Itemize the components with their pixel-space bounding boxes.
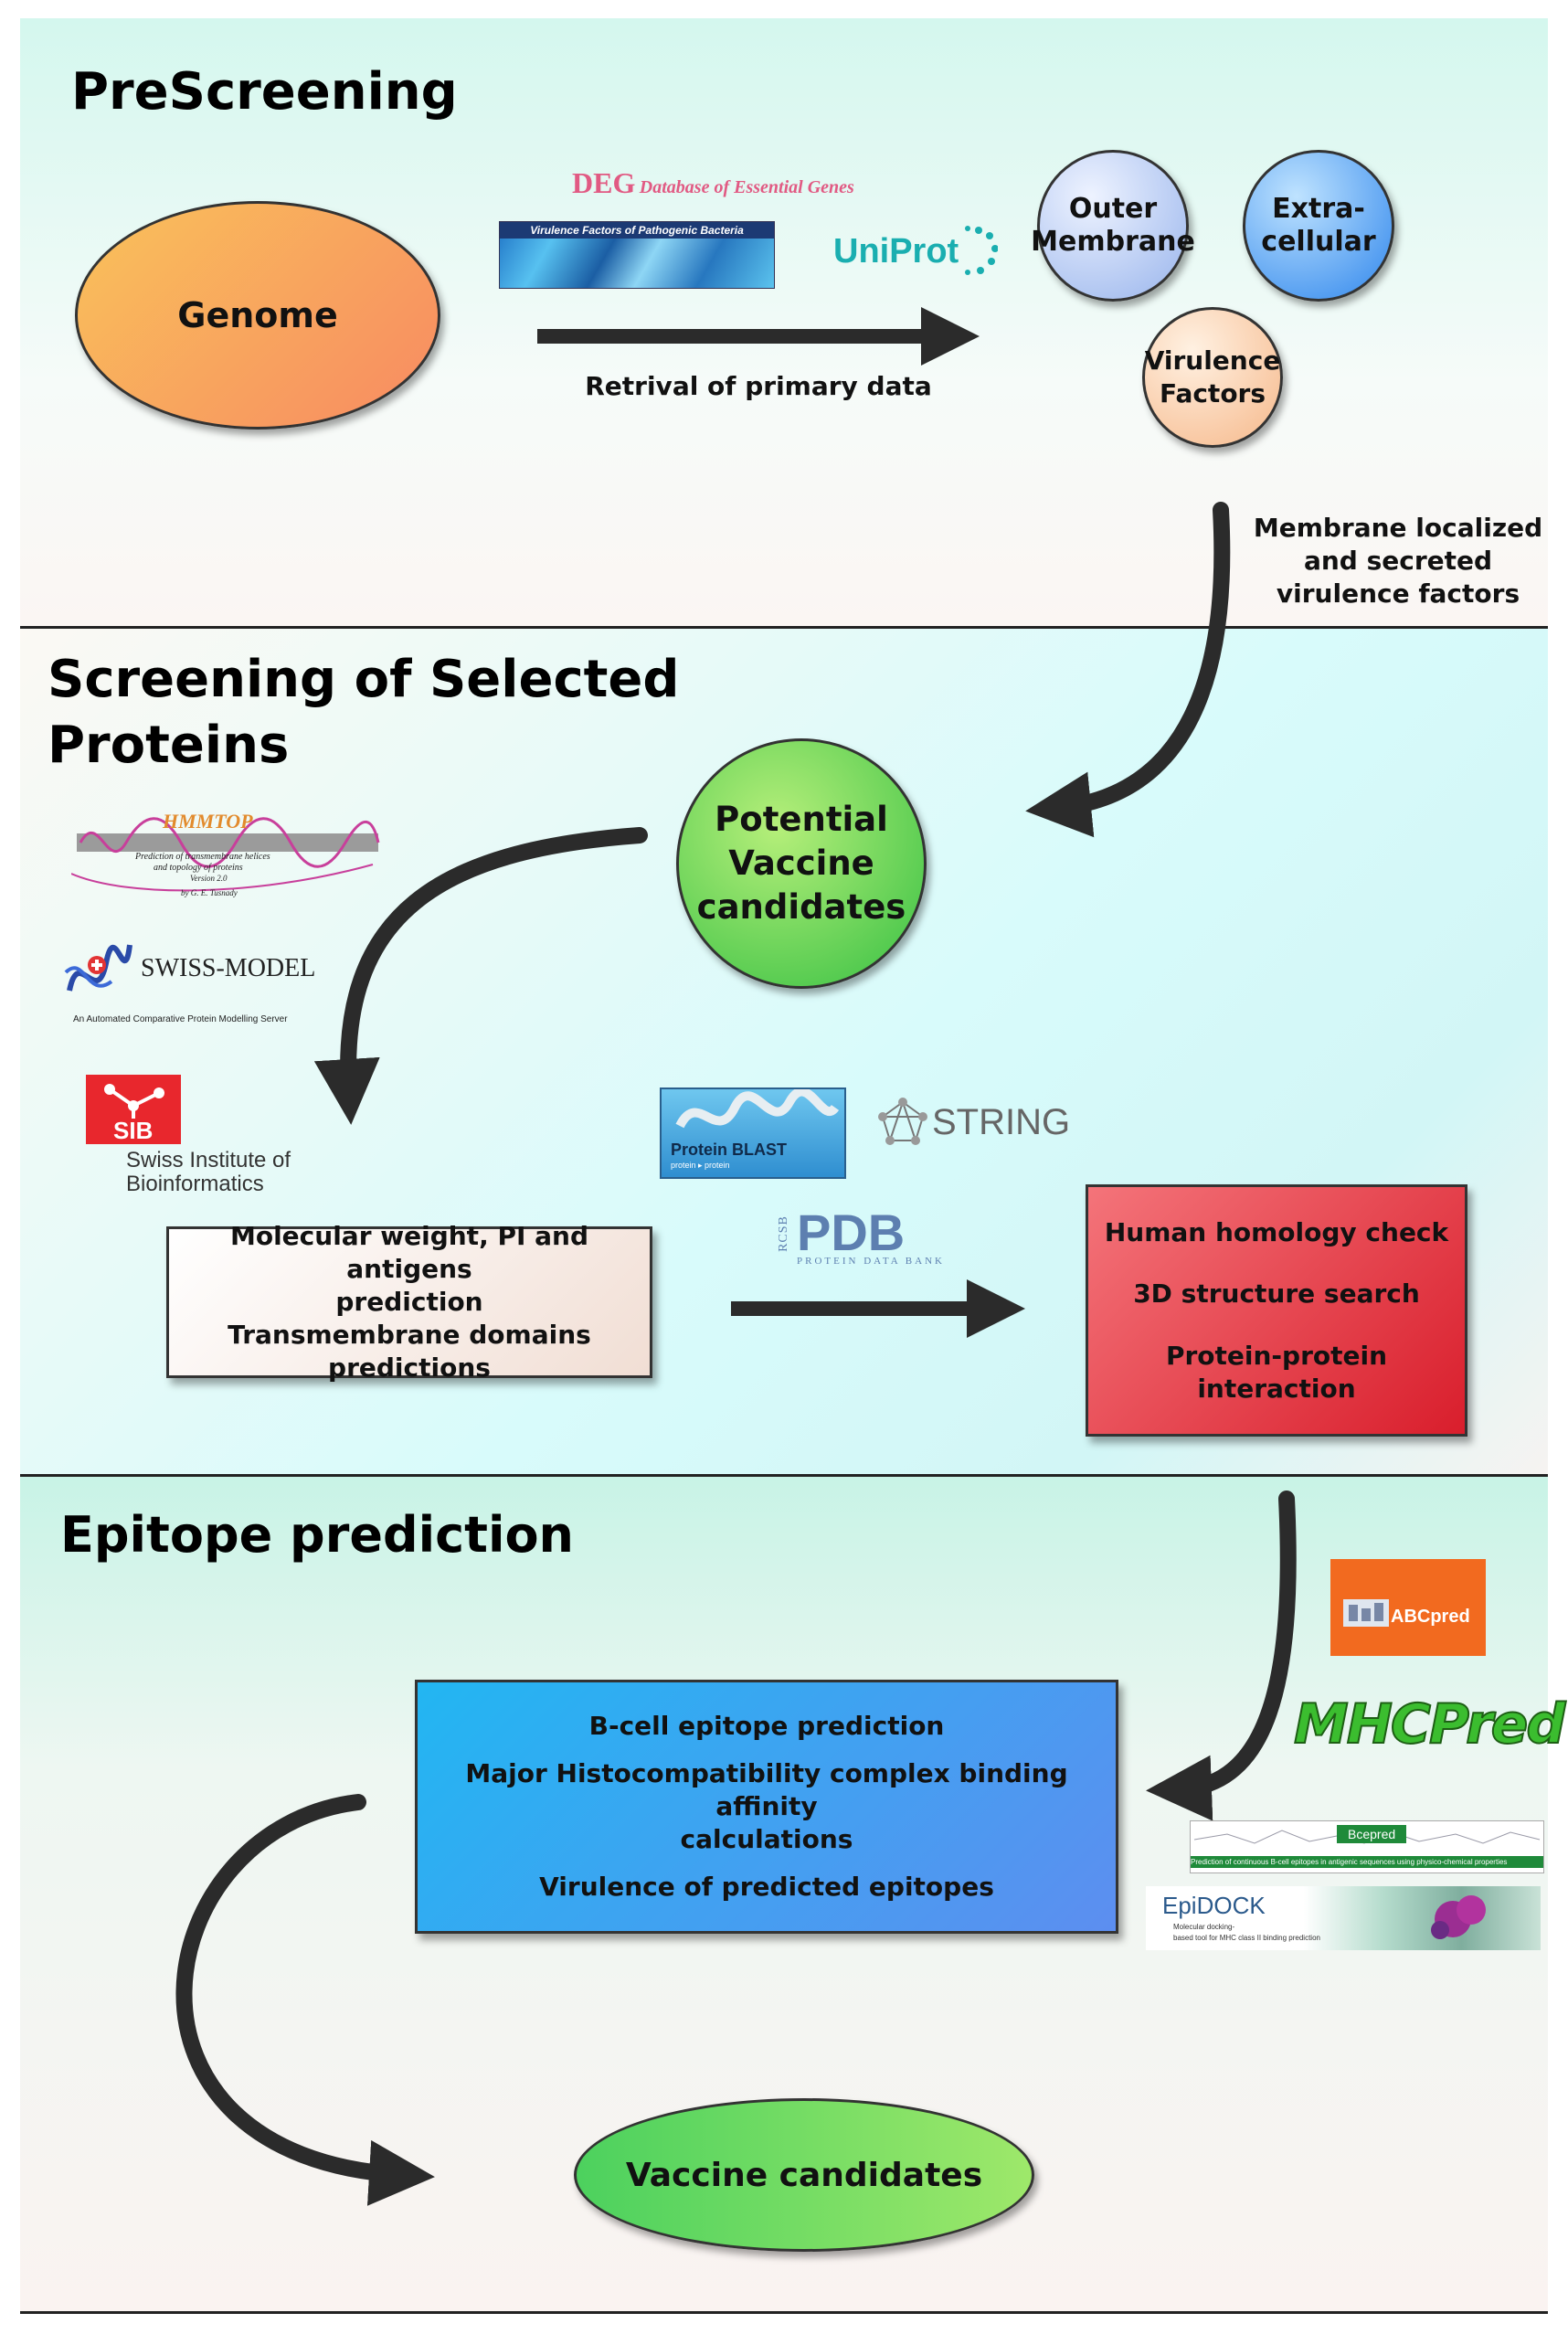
swiss-model-sub: An Automated Comparative Protein Modelli… — [73, 1014, 288, 1024]
membrane-line1: Membrane localized — [1253, 513, 1543, 543]
section-title-screening-line1: Screening of Selected — [48, 650, 680, 709]
epitope-box: B-cell epitope prediction Major Histocom… — [415, 1680, 1118, 1934]
epidock-title: EpiDOCK — [1162, 1892, 1266, 1919]
deg-logo: DEG Database of Essential Genes — [572, 166, 919, 199]
sib-text: SIB — [113, 1117, 154, 1144]
hmmtop-logo: HMMTOP Prediction of transmembrane helic… — [70, 810, 382, 901]
potential-line3: candidates — [696, 887, 906, 927]
mhcpred-title: MHCPred — [1293, 1692, 1566, 1757]
arrow-to-epitope — [1146, 1491, 1297, 1821]
deg-logo-sub: Database of Essential Genes — [639, 177, 854, 197]
vfdb-logo-text: Virulence Factors of Pathogenic Bacteria — [500, 222, 774, 239]
virulence-factors-node: Virulence Factors — [1142, 307, 1283, 448]
rcsb-text: RCSB — [776, 1215, 790, 1252]
hmmtop-sub1: Prediction of transmembrane helices — [135, 852, 270, 862]
pdb-text: PDB — [797, 1204, 906, 1261]
abcpred-image-icon — [1343, 1599, 1389, 1627]
bcepred-logo: Bcepred Prediction of continuous B-cell … — [1190, 1820, 1544, 1873]
retrieval-label: Retrival of primary data — [585, 371, 932, 401]
hmmtop-sub2: and topology of proteins — [154, 863, 243, 873]
arrow-to-molecular — [313, 827, 648, 1125]
protein-blast-logo: Protein BLAST protein ▸ protein — [660, 1087, 846, 1179]
molecular-line4: predictions — [328, 1353, 491, 1383]
pdb-sub-text: PROTEIN DATA BANK — [797, 1256, 945, 1267]
section-title-screening: Screening of Selected Proteins — [48, 647, 679, 779]
extracellular-node: Extra- cellular — [1243, 150, 1394, 302]
potential-line1: Potential — [715, 800, 888, 839]
string-network-icon — [878, 1098, 927, 1145]
bcepred-title: Bcepred — [1337, 1825, 1407, 1843]
epidock-molecule-icon — [1431, 1895, 1486, 1939]
bcell-text: B-cell epitope prediction — [588, 1711, 945, 1741]
potential-line2: Vaccine — [728, 843, 874, 883]
arrow-to-potential — [1025, 502, 1231, 838]
epidock-sub1: Molecular docking- — [1173, 1923, 1235, 1931]
swiss-model-ribbon-icon — [64, 944, 132, 992]
hmmtop-graphic — [70, 817, 380, 892]
swiss-model-logo: SWISS-MODEL An Automated Comparative Pro… — [60, 936, 334, 1027]
string-logo: STRING — [875, 1097, 1076, 1151]
hmmtop-author: by G. E. Tusnady — [181, 888, 238, 897]
potential-vaccine-candidates-node: Potential Vaccine candidates — [676, 738, 927, 989]
mhc-line2: calculations — [680, 1824, 853, 1854]
molecular-weight-box: Molecular weight, PI and antigens predic… — [166, 1221, 652, 1383]
bcepred-sub: Prediction of continuous B-cell epitopes… — [1191, 1856, 1543, 1868]
epidock-logo: EpiDOCK Molecular docking- based tool fo… — [1146, 1886, 1541, 1950]
blast-helix-icon — [675, 1087, 840, 1129]
virulence-line2: Factors — [1159, 378, 1266, 408]
homology-check-text: Human homology check — [1104, 1216, 1449, 1247]
outer-membrane-node: Outer Membrane — [1031, 150, 1195, 302]
bcepred-plot-graphic — [1193, 1830, 1541, 1844]
mhc-line1: Major Histocompatibility complex binding… — [465, 1758, 1068, 1821]
homology-box: Human homology check 3D structure search… — [1086, 1184, 1467, 1437]
molecular-line1: Molecular weight, PI and antigens — [229, 1221, 589, 1284]
vfdb-logo: Virulence Factors of Pathogenic Bacteria — [499, 221, 775, 289]
section-title-prescreening: PreScreening — [71, 62, 458, 122]
molecular-line3: Transmembrane domains — [228, 1320, 591, 1350]
deg-logo-main: DEG — [572, 166, 636, 199]
sib-graph-icon — [104, 1084, 164, 1119]
string-title: STRING — [932, 1102, 1071, 1142]
swiss-model-title: SWISS-MODEL — [141, 954, 316, 982]
membrane-line2: and secreted — [1303, 546, 1493, 576]
outer-membrane-line2: Membrane — [1031, 226, 1195, 258]
genome-node: Genome — [75, 201, 440, 430]
sib-name-line2: Bioinformatics — [126, 1172, 264, 1196]
abcpred-logo: ABCpred — [1330, 1559, 1486, 1656]
mhc-text: Major Histocompatibility complex binding… — [418, 1757, 1116, 1856]
section-title-screening-line2: Proteins — [48, 716, 290, 775]
membrane-localized-label: Membrane localized and secreted virulenc… — [1252, 512, 1544, 610]
structure-search-text: 3D structure search — [1133, 1278, 1420, 1309]
virulence-epitopes-text: Virulence of predicted epitopes — [539, 1872, 994, 1902]
mhcpred-logo: MHCPred — [1293, 1692, 1566, 1758]
rcsb-pdb-logo: RCSB PDB PROTEIN DATA BANK — [776, 1204, 980, 1268]
uniprot-logo-text: UniProt — [833, 231, 959, 271]
molecular-line2: prediction — [335, 1287, 483, 1317]
sib-name-line1: Swiss Institute of — [126, 1148, 291, 1172]
outer-membrane-line1: Outer — [1068, 193, 1158, 225]
section-title-epitope: Epitope prediction — [60, 1506, 574, 1564]
uniprot-dots-icon — [965, 226, 998, 275]
membrane-line3: virulence factors — [1276, 578, 1520, 609]
virulence-line1: Virulence — [1144, 345, 1281, 376]
sib-red-square: SIB — [86, 1075, 181, 1144]
epidock-sub2: based tool for MHC class II binding pred… — [1173, 1934, 1320, 1942]
vaccine-candidates-node: Vaccine candidates — [574, 2098, 1034, 2252]
protein-interaction-text: Protein-protein interaction — [1165, 1340, 1388, 1404]
arrow-to-vaccine — [175, 1794, 435, 2206]
extracellular-line1: Extra- — [1272, 193, 1365, 225]
uniprot-logo: UniProt — [833, 219, 998, 283]
blast-title: Protein BLAST — [671, 1140, 788, 1159]
blast-sub: protein ▸ protein — [671, 1161, 730, 1170]
hmmtop-version: Version 2.0 — [190, 874, 228, 883]
extracellular-line2: cellular — [1261, 226, 1376, 258]
sib-logo: SIB Swiss Institute of Bioinformatics — [86, 1075, 323, 1203]
abcpred-title: ABCpred — [1391, 1607, 1470, 1627]
hmmtop-title: HMMTOP — [163, 810, 253, 833]
